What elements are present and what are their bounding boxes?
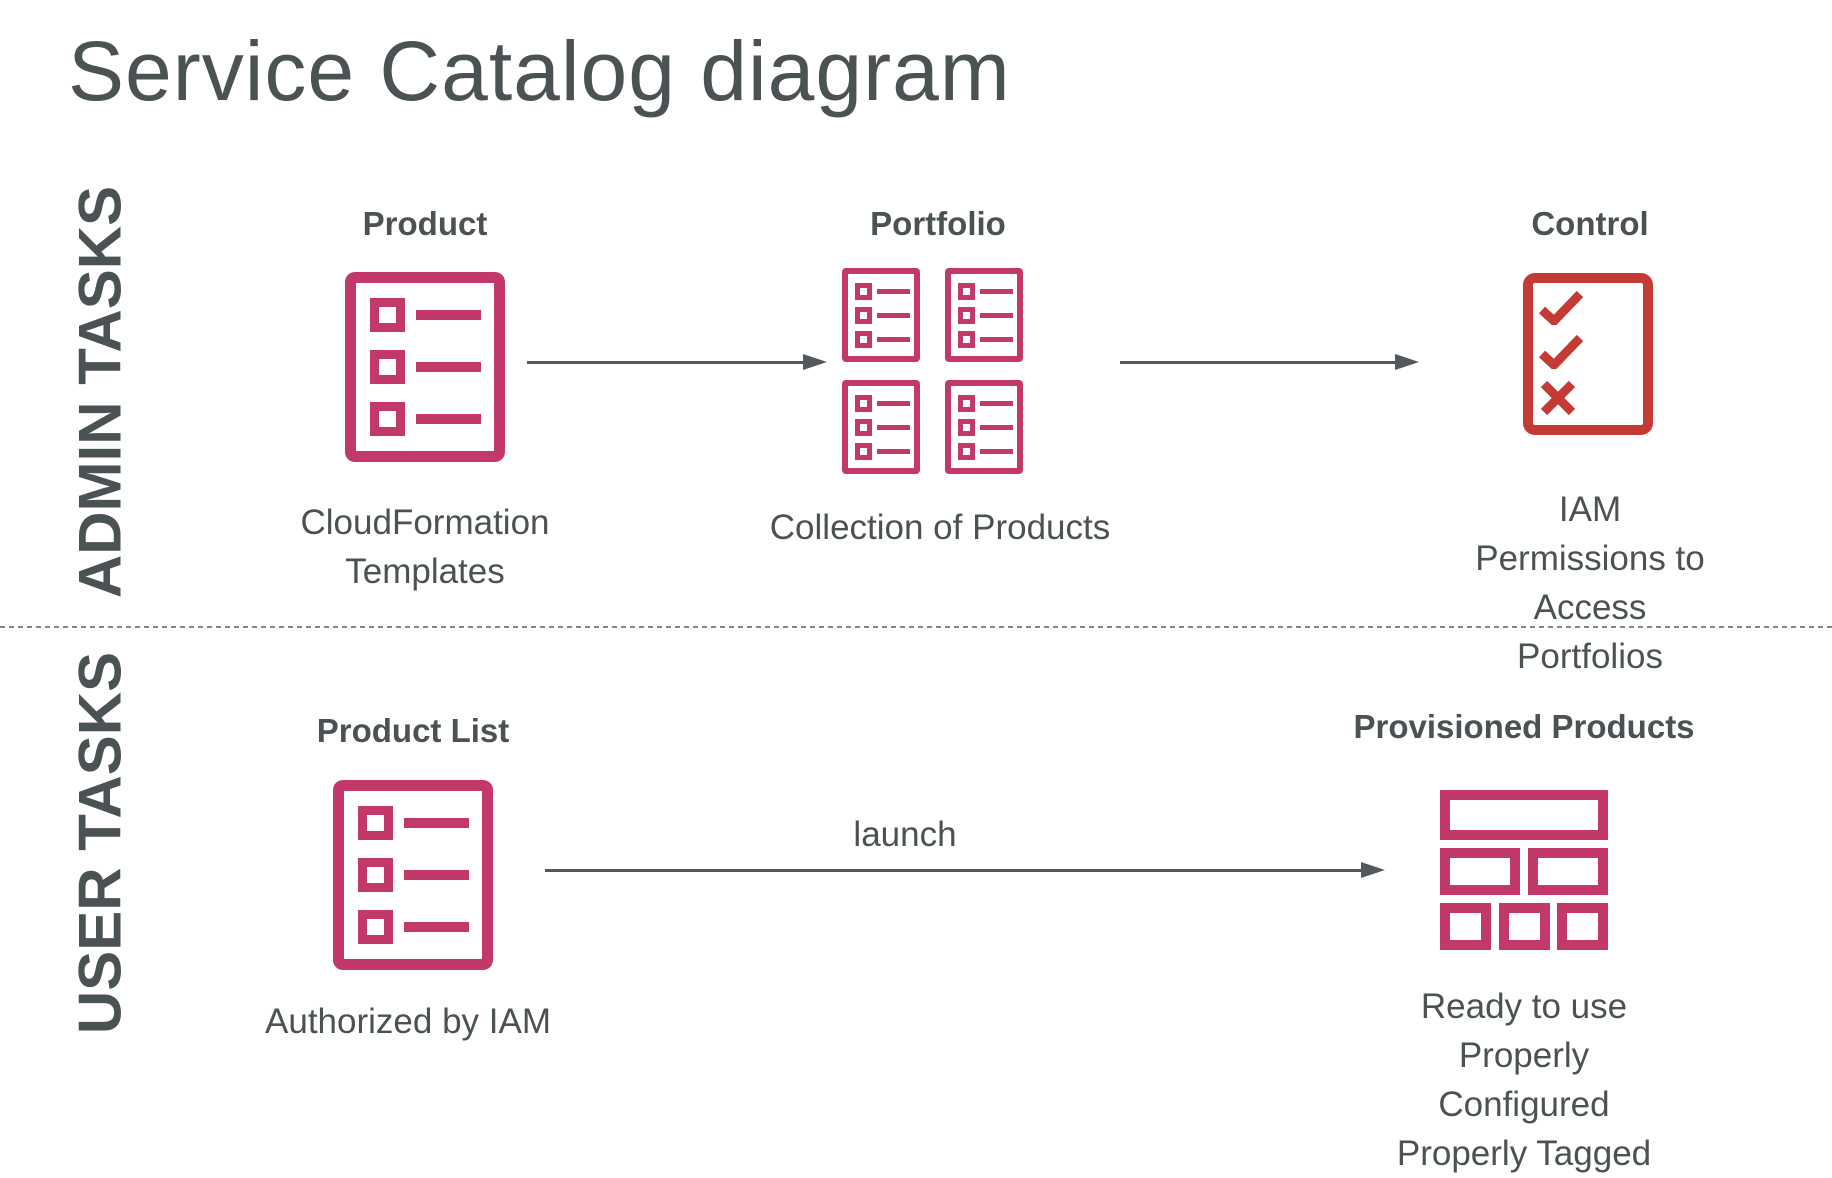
list-document-mini-icon (945, 268, 1023, 362)
admin-tasks-label: ADMIN TASKS (66, 185, 134, 599)
control-caption: IAM Permissions to Access Portfolios (1475, 490, 1705, 676)
provisioned-products-heading: Provisioned Products (1353, 708, 1695, 745)
provisioned-products-caption: Ready to use Properly Configured Properl… (1396, 987, 1652, 1173)
portfolio-heading: Portfolio (870, 205, 1006, 242)
list-document-icon (345, 272, 505, 462)
checkmark-icon (1539, 291, 1583, 325)
dotted-divider (0, 626, 1832, 628)
page-title: Service Catalog diagram (68, 24, 1011, 118)
brick (1440, 903, 1491, 950)
list-checkbox (370, 402, 405, 436)
x-mark-icon (1540, 380, 1576, 416)
arrow-right-icon (527, 354, 827, 370)
arrow-right-icon (1120, 354, 1419, 370)
brick (1440, 790, 1608, 840)
list-line (404, 818, 469, 828)
launch-arrow-label: launch (853, 815, 957, 854)
brick (1528, 848, 1608, 895)
user-tasks-label: USER TASKS (66, 651, 134, 1035)
brick-row (1440, 848, 1608, 895)
brick (1498, 903, 1550, 950)
arrow-right-icon (545, 862, 1385, 878)
list-checkbox (358, 910, 393, 944)
product-caption: CloudFormation Templates (300, 503, 550, 591)
list-row (358, 806, 482, 840)
list-checkbox (358, 806, 393, 840)
control-heading: Control (1531, 205, 1649, 242)
product-heading: Product (362, 205, 488, 242)
list-document-grid-icon (842, 268, 1023, 474)
list-checkbox (370, 298, 405, 332)
brick-row (1440, 790, 1608, 840)
list-row (358, 910, 482, 944)
list-line (416, 362, 481, 372)
brick-row (1440, 903, 1608, 950)
list-row (370, 402, 494, 436)
checkmark-icon (1539, 335, 1583, 369)
list-document-mini-icon (945, 380, 1023, 474)
list-document-mini-icon (842, 380, 920, 474)
brick (1440, 848, 1520, 895)
list-line (416, 414, 481, 424)
list-row (370, 298, 494, 332)
list-row (370, 350, 494, 384)
list-row (358, 858, 482, 892)
portfolio-caption: Collection of Products (769, 508, 1111, 547)
list-document-icon (333, 780, 493, 970)
product-list-caption: Authorized by IAM (265, 1002, 551, 1041)
brick (1557, 903, 1608, 950)
bricks-icon (1440, 790, 1608, 950)
list-line (404, 922, 469, 932)
checklist-icon (1523, 273, 1653, 435)
product-list-heading: Product List (316, 712, 510, 749)
list-document-mini-icon (842, 268, 920, 362)
list-line (404, 870, 469, 880)
list-checkbox (370, 350, 405, 384)
list-line (416, 310, 481, 320)
list-checkbox (358, 858, 393, 892)
